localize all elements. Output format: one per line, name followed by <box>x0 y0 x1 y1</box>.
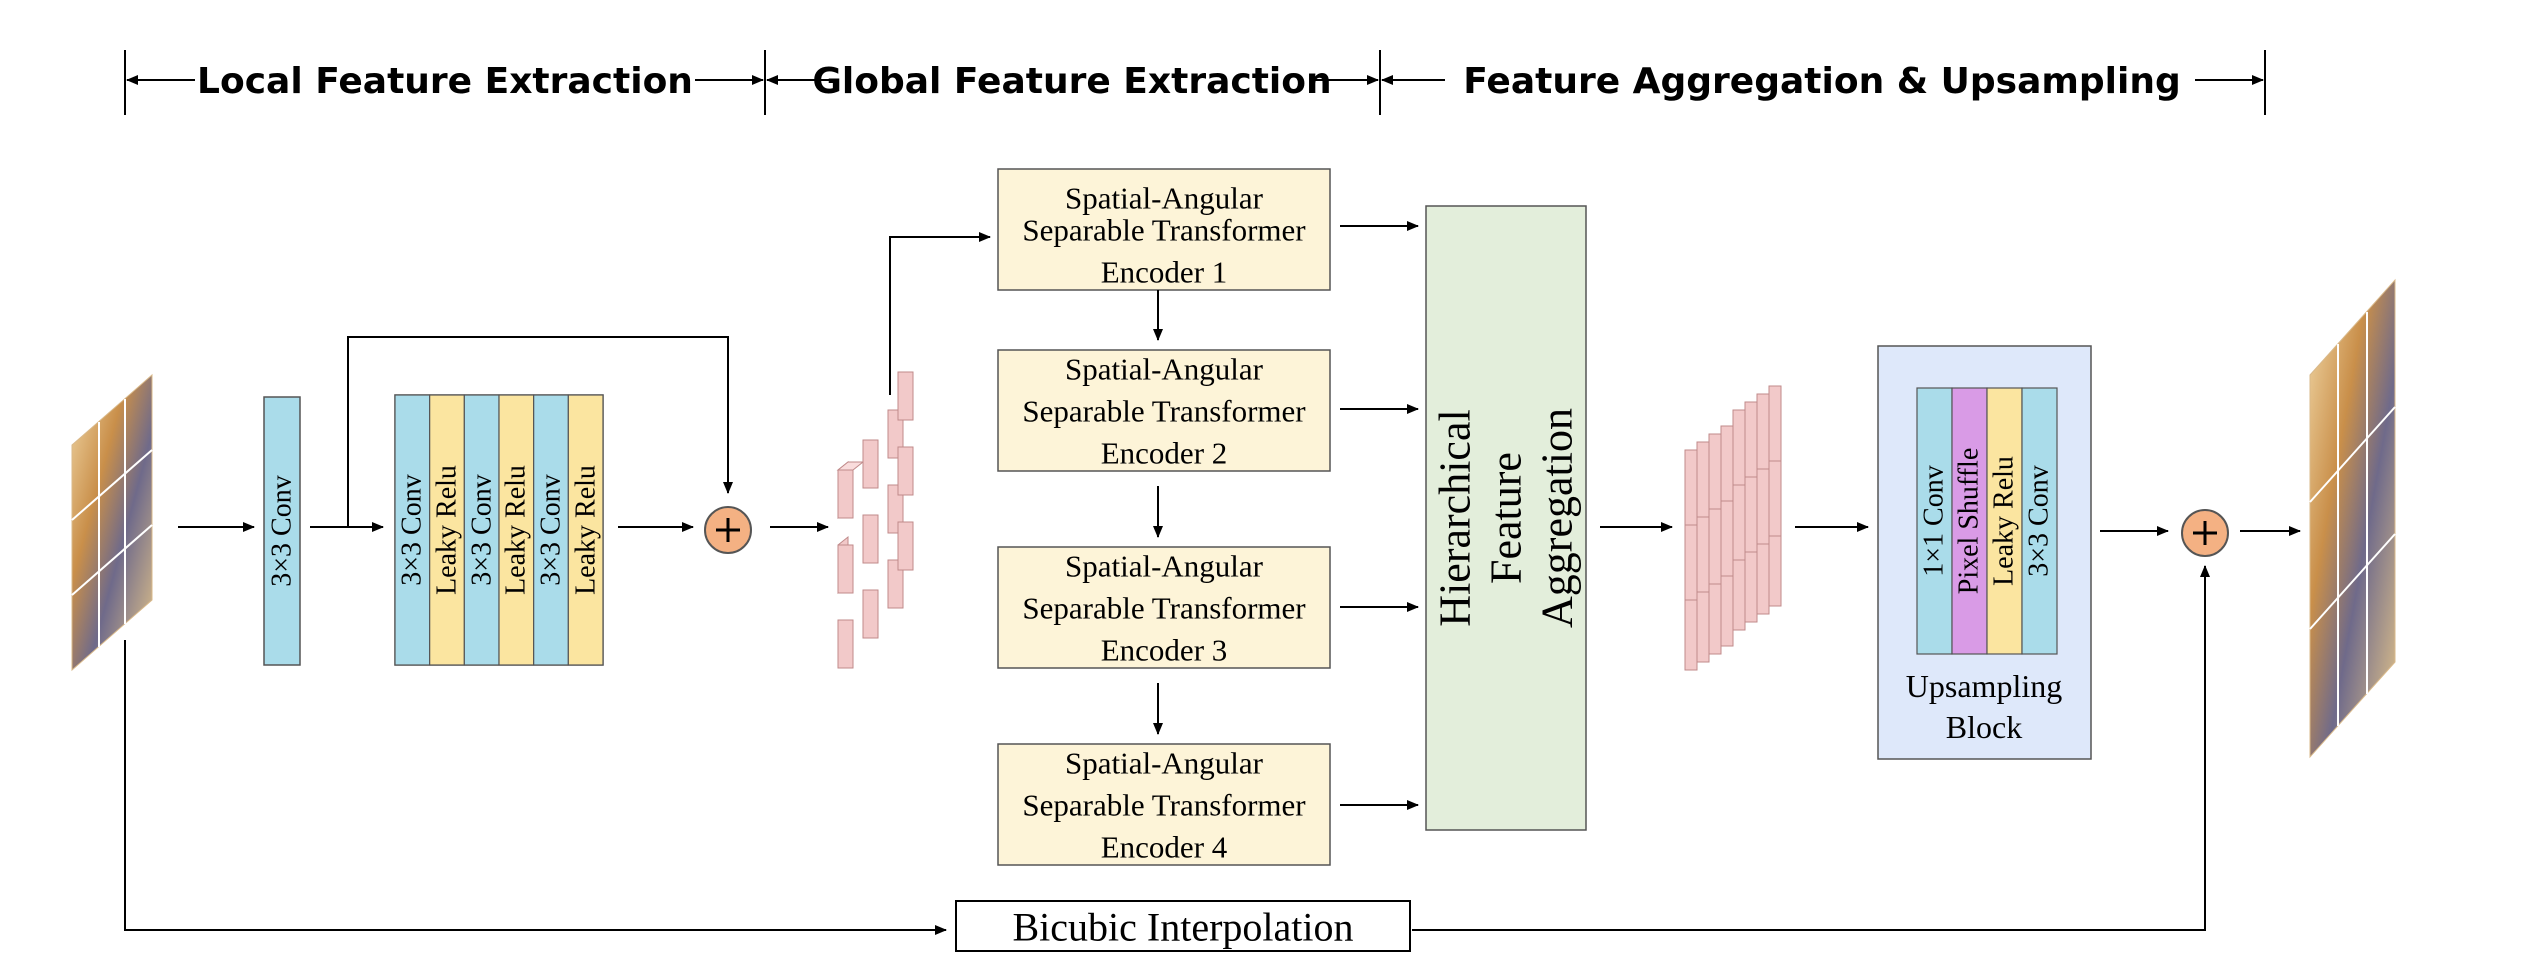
upsampling-layer-label: Leaky Relu <box>1989 456 2020 586</box>
encoder-1-line-3: Encoder 1 <box>1101 255 1228 290</box>
hfa-line-2: Feature <box>1482 452 1531 584</box>
encoder-2-line-1: Spatial-Angular <box>1065 352 1264 387</box>
stack-layer-4: 3×3 Conv <box>533 394 569 666</box>
section-global-label: Global Feature Extraction <box>812 61 1331 102</box>
section-aggregation-label: Feature Aggregation & Upsampling <box>1463 61 2180 102</box>
encoder-3: Spatial-Angular Separable Transformer En… <box>997 546 1331 669</box>
encoder-2-line-3: Encoder 2 <box>1101 436 1228 471</box>
bicubic-interpolation: Bicubic Interpolation <box>955 900 1411 952</box>
stack-layer-label: 3×3 Conv <box>536 474 567 585</box>
upsampling-label-line-1: Upsampling <box>1906 668 2062 704</box>
hfa-line-1: Hierarchical <box>1431 409 1480 626</box>
encoder-4-line-3: Encoder 4 <box>1101 830 1228 865</box>
stack-layer-label: Leaky Relu <box>571 465 602 595</box>
local-feature-maps <box>836 371 914 669</box>
encoder-4: Spatial-Angular Separable Transformer En… <box>997 743 1331 866</box>
encoder-3-line-3: Encoder 3 <box>1101 633 1228 668</box>
upsampling-layer-label: 3×3 Conv <box>2024 465 2055 576</box>
upsampling-block: 1×1 Conv Pixel Shuffle Leaky Relu 3×3 Co… <box>1877 345 2092 760</box>
stack-layer-5: Leaky Relu <box>567 394 604 666</box>
hierarchical-feature-aggregation: Hierarchical Feature Aggregation <box>1425 205 1587 831</box>
encoder-1-line-2: Separable Transformer <box>1022 213 1306 248</box>
stack-layer-1: Leaky Relu <box>429 394 465 666</box>
encoder-3-line-1: Spatial-Angular <box>1065 549 1264 584</box>
stack-layer-2: 3×3 Conv <box>463 394 500 666</box>
encoder-1-line-1: Spatial-Angular <box>1065 181 1264 216</box>
stack-layer-label: Leaky Relu <box>501 465 532 595</box>
upsampling-layer-label: Pixel Shuffle <box>1954 448 1985 594</box>
section-header: Local Feature Extraction Global Feature … <box>124 50 2266 115</box>
residual-add-2 <box>2181 509 2229 557</box>
encoder-1: Spatial-Angular Separable Transformer En… <box>997 168 1331 291</box>
stack-layer-label: Leaky Relu <box>432 465 463 595</box>
stack-layer-3: Leaky Relu <box>498 394 535 666</box>
encoder-4-line-2: Separable Transformer <box>1022 788 1306 823</box>
shallow-conv-layer: 3×3 Conv <box>263 396 301 666</box>
hfa-line-3: Aggregation <box>1533 408 1582 628</box>
shallow-conv-label: 3×3 Conv <box>267 475 298 586</box>
stack-layer-0: 3×3 Conv <box>394 394 431 666</box>
local-conv-stack: 3×3 Conv Leaky Relu 3×3 Conv Leaky Relu … <box>394 394 604 666</box>
upsampling-label-line-2: Block <box>1946 709 2022 745</box>
upsampling-layer-label: 1×1 Conv <box>1919 465 1950 576</box>
section-local-label: Local Feature Extraction <box>197 61 693 102</box>
aggregated-feature-maps <box>1684 385 1782 671</box>
bicubic-label: Bicubic Interpolation <box>1012 905 1353 950</box>
encoder-4-line-1: Spatial-Angular <box>1065 746 1264 781</box>
residual-add-1 <box>704 506 752 554</box>
output-light-field <box>2309 278 2396 759</box>
encoder-3-line-2: Separable Transformer <box>1022 591 1306 626</box>
encoder-2: Spatial-Angular Separable Transformer En… <box>997 349 1331 472</box>
encoder-2-line-2: Separable Transformer <box>1022 394 1306 429</box>
input-light-field <box>71 373 153 672</box>
stack-layer-label: 3×3 Conv <box>397 474 428 585</box>
stack-layer-label: 3×3 Conv <box>467 474 498 585</box>
